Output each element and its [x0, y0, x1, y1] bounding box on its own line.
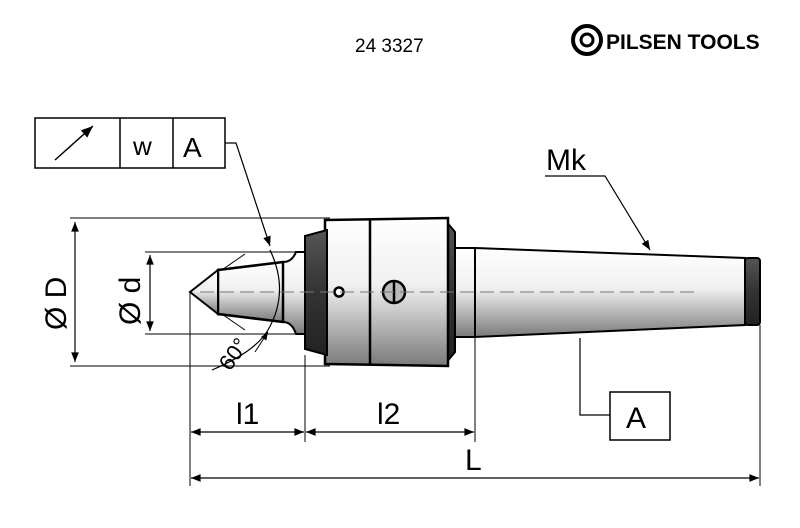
dim-l2-label: l2 — [377, 398, 400, 431]
extension-lines — [70, 217, 761, 486]
gear-icon — [571, 24, 603, 56]
tolerance-value: w — [132, 131, 152, 161]
dim-d-label: Ø d — [114, 277, 147, 325]
brand-name: PILSEN TOOLS — [606, 31, 760, 54]
part-number: 24 3327 — [355, 36, 424, 57]
dim-D-label: Ø D — [40, 277, 73, 330]
angle-arc — [211, 249, 281, 371]
angle-label: 60° — [214, 333, 254, 375]
tolerance-frame: w A — [34, 117, 271, 247]
morse-taper-label: Mk — [546, 144, 587, 177]
dim-L-label: L — [465, 444, 482, 477]
pilsen-tools-logo: PILSEN TOOLS — [571, 24, 760, 56]
spindle-neck — [282, 251, 306, 335]
dim-l1-label: l1 — [236, 398, 259, 431]
datum-label: A — [626, 402, 646, 435]
runout-arrow-icon — [54, 125, 94, 161]
datum-box: A — [579, 338, 671, 441]
shank-end — [744, 257, 761, 326]
tolerance-datum: A — [183, 132, 202, 163]
